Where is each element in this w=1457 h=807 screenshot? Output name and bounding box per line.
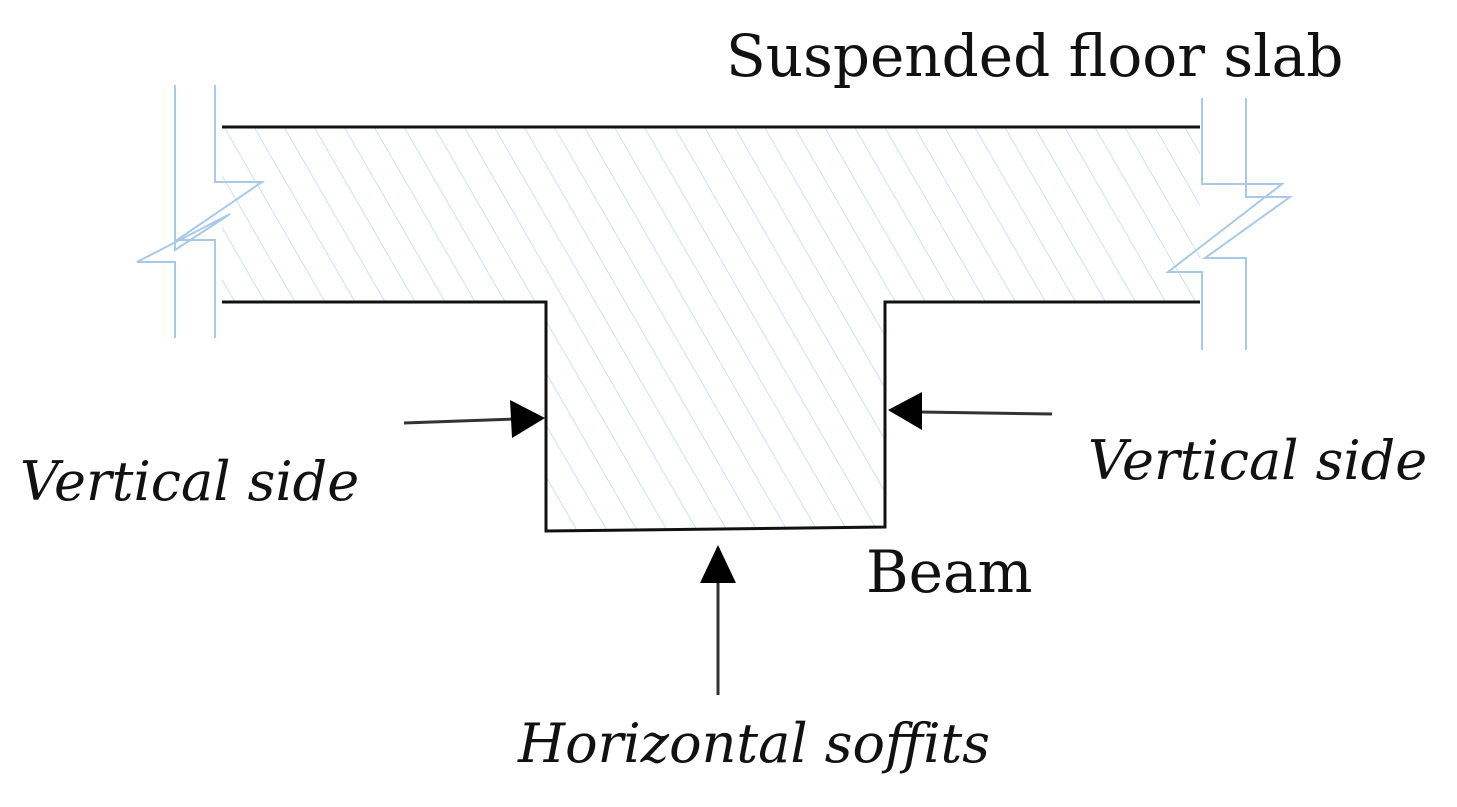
beam-label: Beam [866,538,1033,606]
left-break-line-inner [173,85,266,338]
left-side-arrow-shaft [403,417,516,425]
slab-beam-bottom-outline [222,300,1200,533]
left-break-line-outer [136,85,231,338]
soffit-arrow-head [700,545,736,583]
right-vertical-side-label: Vertical side [1088,429,1427,492]
right-break-line-inner [1165,98,1285,350]
right-break-line-outer [1201,98,1294,350]
right-side-arrow-shaft [919,410,1053,416]
soffit-label: Horizontal soffits [517,712,990,775]
slab-label: Suspended floor slab [726,22,1343,90]
left-vertical-side-label: Vertical side [20,450,359,513]
section-hatch-fill [222,127,1200,531]
left-side-arrow-head [510,400,545,438]
right-side-arrow-head [888,392,922,430]
